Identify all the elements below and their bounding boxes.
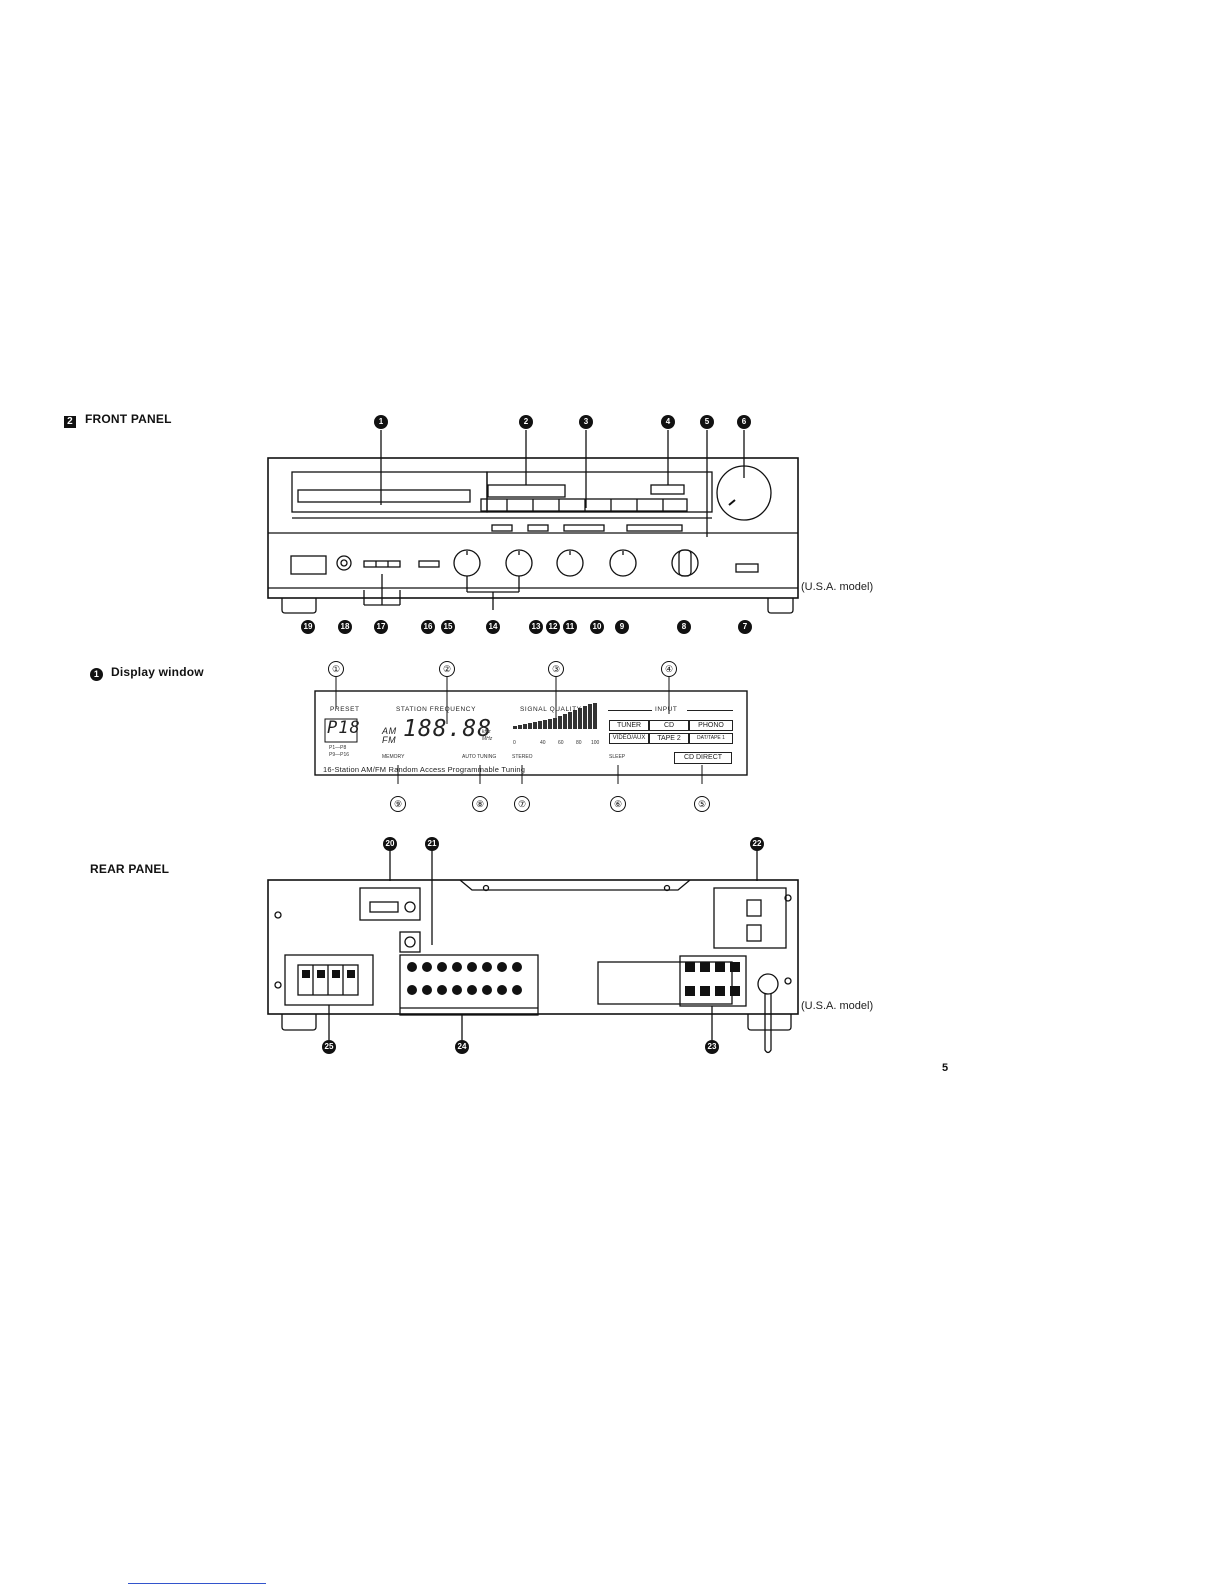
- rear-panel-title: REAR PANEL: [90, 862, 170, 876]
- front-panel-drawing: [267, 430, 799, 614]
- signal-scale-100: 100: [591, 740, 600, 746]
- input-cd: CD: [649, 720, 689, 731]
- callout-3: 3: [579, 415, 593, 429]
- rear-callout-24: 24: [455, 1040, 469, 1054]
- stereo-indicator: STEREO: [512, 754, 533, 760]
- callout-19: 19: [301, 620, 315, 634]
- rear-callout-25: 25: [322, 1040, 336, 1054]
- display-window-title: Display window: [111, 665, 204, 679]
- dw-callout-5: ⑤: [694, 796, 710, 812]
- display-window-number: 1: [90, 668, 103, 681]
- am-label: AM: [382, 726, 397, 736]
- input-label: INPUT: [655, 706, 678, 713]
- rear-callout-20: 20: [383, 837, 397, 851]
- callout-18: 18: [338, 620, 352, 634]
- dw-callout-9: ⑨: [390, 796, 406, 812]
- callout-7: 7: [738, 620, 752, 634]
- signal-scale-0: 0: [513, 740, 516, 746]
- callout-15: 15: [441, 620, 455, 634]
- signal-quality-label: SIGNAL QUALITY: [520, 706, 582, 713]
- callout-13: 13: [529, 620, 543, 634]
- rear-model-note: (U.S.A. model): [801, 1000, 874, 1012]
- callout-2: 2: [519, 415, 533, 429]
- callout-4: 4: [661, 415, 675, 429]
- cd-direct-indicator: CD DIRECT: [674, 752, 732, 764]
- front-model-note: (U.S.A. model): [801, 581, 874, 593]
- preset-label: PRESET: [330, 706, 360, 713]
- fm-label: FM: [382, 735, 397, 745]
- memory-indicator: MEMORY: [382, 754, 405, 760]
- callout-17: 17: [374, 620, 388, 634]
- input-tape-2: TAPE 2: [649, 733, 689, 744]
- rear-callout-22: 22: [750, 837, 764, 851]
- rear-panel-drawing: [267, 850, 799, 1054]
- rear-callout-21: 21: [425, 837, 439, 851]
- dw-callout-6: ⑥: [610, 796, 626, 812]
- callout-10: 10: [590, 620, 604, 634]
- callout-9: 9: [615, 620, 629, 634]
- dw-callout-3: ③: [548, 661, 564, 677]
- page-number: 5: [942, 1062, 949, 1074]
- callout-5: 5: [700, 415, 714, 429]
- input-rule-left: [608, 710, 652, 711]
- dw-callout-4: ④: [661, 661, 677, 677]
- callout-14: 14: [486, 620, 500, 634]
- dw-callout-8: ⑧: [472, 796, 488, 812]
- display-window-heading: 1 Display window: [90, 665, 204, 681]
- preset-range-1: P1—P8: [329, 745, 347, 751]
- signal-scale-40: 40: [540, 740, 546, 746]
- callout-16: 16: [421, 620, 435, 634]
- dw-callout-2: ②: [439, 661, 455, 677]
- callout-11: 11: [563, 620, 577, 634]
- display-window-frame: [314, 676, 748, 784]
- callout-8: 8: [677, 620, 691, 634]
- station-frequency-label: STATION FREQUENCY: [396, 706, 477, 713]
- mhz-label: MHz: [482, 736, 493, 742]
- input-video-aux: VIDEO/AUX: [609, 733, 649, 744]
- callout-6: 6: [737, 415, 751, 429]
- input-rule-right: [687, 710, 733, 711]
- section-number-badge: 2: [64, 416, 76, 428]
- preset-digits: P18: [327, 718, 361, 738]
- footer-rule: [128, 1583, 266, 1584]
- auto-tuning-indicator: AUTO TUNING: [462, 754, 497, 760]
- frequency-digits: 188.88: [403, 716, 493, 742]
- dw-callout-1: ①: [328, 661, 344, 677]
- callout-1: 1: [374, 415, 388, 429]
- display-bottom-line: 16-Station AM/FM Random Access Programma…: [323, 765, 526, 774]
- rear-callout-23: 23: [705, 1040, 719, 1054]
- input-dat-tape-1: DAT/TAPE 1: [689, 733, 733, 744]
- front-panel-heading: 2 FRONT PANEL: [64, 412, 172, 428]
- callout-12: 12: [546, 620, 560, 634]
- signal-scale-60: 60: [558, 740, 564, 746]
- input-phono: PHONO: [689, 720, 733, 731]
- input-tuner: TUNER: [609, 720, 649, 731]
- khz-label: kHz: [482, 729, 491, 735]
- sleep-indicator: SLEEP: [609, 754, 626, 760]
- preset-range-2: P9—P16: [329, 752, 350, 758]
- dw-callout-7: ⑦: [514, 796, 530, 812]
- signal-scale-80: 80: [576, 740, 582, 746]
- front-panel-title: FRONT PANEL: [85, 412, 172, 426]
